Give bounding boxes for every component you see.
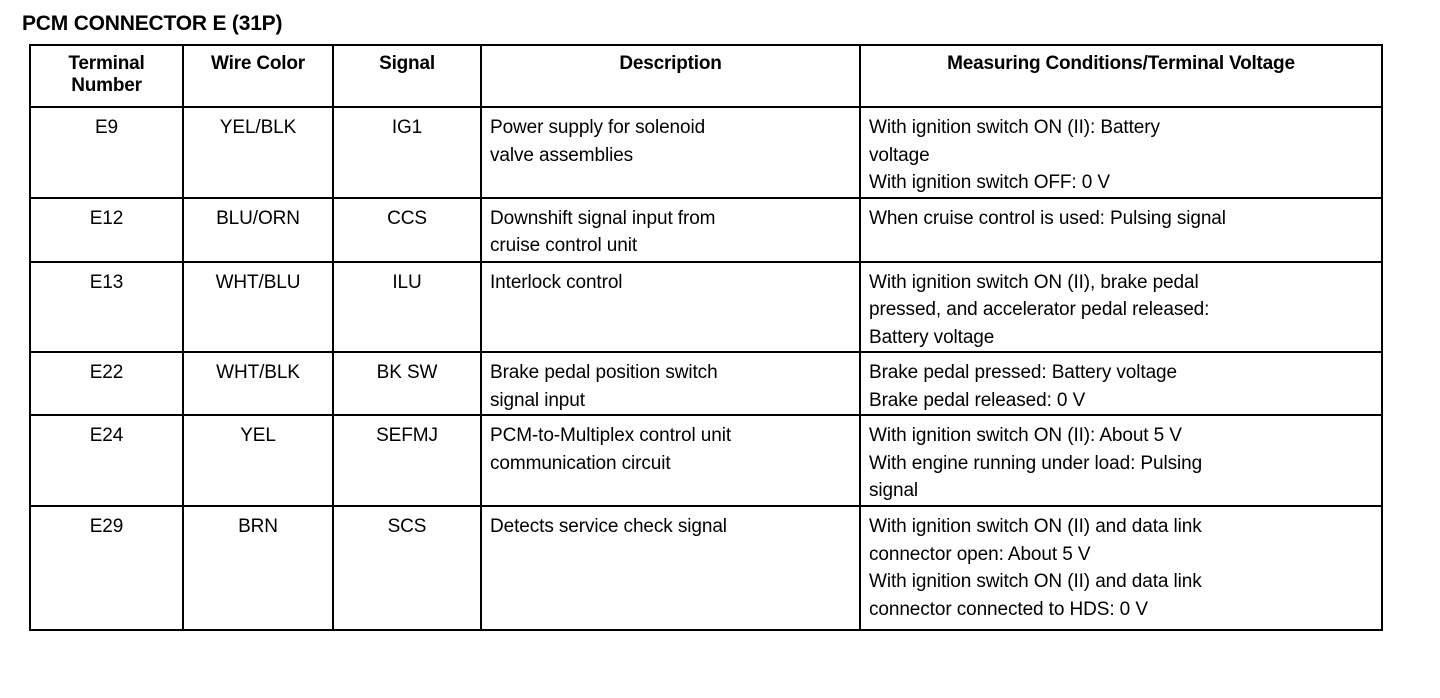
column-header-description: Description (480, 44, 861, 108)
measuring-line: With ignition switch ON (II): About 5 V (869, 425, 1182, 447)
signal-value: SEFMJ (376, 425, 438, 447)
wire-color-value: BLU/ORN (216, 207, 300, 229)
description-line: communication circuit (490, 452, 671, 474)
cell-measuring-conditions: With ignition switch ON (II): Battery vo… (859, 106, 1383, 199)
measuring-line: With ignition switch ON (II), brake peda… (869, 271, 1199, 293)
signal-value: ILU (392, 271, 422, 293)
cell-description: Downshift signal input from cruise contr… (480, 196, 861, 263)
description-line: Power supply for solenoid (490, 117, 706, 138)
measuring-line: Brake pedal released: 0 V (869, 389, 1086, 411)
measuring-line: With ignition switch ON (II) and data li… (869, 571, 1202, 593)
cell-signal: SEFMJ (332, 414, 482, 508)
cell-terminal-number: E9 (29, 106, 184, 199)
description-line: valve assemblies (490, 144, 634, 166)
signal-value: SCS (387, 516, 427, 538)
cell-description: Brake pedal position switch signal input (480, 351, 861, 417)
wire-color-value: WHT/BLK (216, 362, 300, 384)
wire-color-value: YEL (240, 425, 276, 447)
description-line: Downshift signal input from (490, 207, 716, 229)
signal-value: BK SW (376, 362, 438, 384)
cell-wire-color: YEL/BLK (182, 106, 334, 199)
column-header-terminal-number-line2: Number (71, 75, 142, 97)
terminal-number-value: E13 (89, 271, 124, 293)
measuring-line: Battery voltage (869, 326, 995, 348)
cell-measuring-conditions: With ignition switch ON (II) and data li… (859, 505, 1383, 632)
description-line: Detects service check signal (490, 516, 727, 538)
table-header: Terminal Number Wire Color Signal (29, 44, 1383, 108)
cell-description: PCM-to-Multiplex control unit communicat… (480, 414, 861, 508)
column-header-signal-label: Signal (379, 53, 435, 74)
measuring-line: With engine running under load: Pulsing (869, 452, 1203, 474)
measuring-line: With ignition switch ON (II) and data li… (869, 516, 1202, 538)
measuring-line: voltage (869, 144, 930, 166)
column-header-terminal-number-line1: Terminal (68, 53, 145, 74)
terminal-number-value: E29 (89, 516, 124, 538)
cell-terminal-number: E13 (29, 260, 184, 354)
column-header-wire-color-label: Wire Color (211, 53, 305, 74)
column-header-terminal-number: Terminal Number (29, 44, 184, 108)
cell-wire-color: BRN (182, 505, 334, 632)
signal-value: CCS (387, 207, 427, 229)
cell-description: Power supply for solenoid valve assembli… (480, 106, 861, 199)
measuring-line: When cruise control is used: Pulsing sig… (869, 207, 1226, 229)
cell-signal: BK SW (332, 351, 482, 417)
cell-measuring-conditions: Brake pedal pressed: Battery voltage Bra… (859, 351, 1383, 417)
terminal-number-value: E9 (94, 117, 119, 138)
column-header-signal: Signal (332, 44, 482, 108)
wire-color-value: BRN (238, 516, 278, 538)
measuring-line: connector connected to HDS: 0 V (869, 598, 1148, 620)
table-row: E24 YEL SEFMJ PCM-to-Multiplex control u… (29, 414, 1383, 508)
cell-terminal-number: E12 (29, 196, 184, 263)
cell-signal: IG1 (332, 106, 482, 199)
cell-wire-color: WHT/BLU (182, 260, 334, 354)
table-row: E12 BLU/ORN CCS Downshift signal input f… (29, 196, 1383, 263)
description-line: signal input (490, 389, 585, 411)
table-row: E9 YEL/BLK IG1 Power supply for solenoid… (29, 106, 1383, 199)
column-header-description-label: Description (619, 53, 722, 74)
cell-measuring-conditions: With ignition switch ON (II), brake peda… (859, 260, 1383, 354)
table-row: E29 BRN SCS Detects service check signal (29, 505, 1383, 632)
terminal-number-value: E22 (89, 362, 124, 384)
wire-color-value: YEL/BLK (219, 117, 297, 138)
table-row: E13 WHT/BLU ILU Interlock control (29, 260, 1383, 354)
wire-color-value: WHT/BLU (215, 271, 301, 293)
measuring-line: With ignition switch OFF: 0 V (869, 172, 1111, 194)
cell-terminal-number: E24 (29, 414, 184, 508)
cell-measuring-conditions: With ignition switch ON (II): About 5 V … (859, 414, 1383, 508)
description-line: PCM-to-Multiplex control unit (490, 425, 732, 447)
measuring-line: signal (869, 480, 919, 502)
table-header-row: Terminal Number Wire Color Signal (29, 44, 1383, 108)
pcm-connector-terminal-table: Terminal Number Wire Color Signal (29, 44, 1383, 632)
cell-terminal-number: E22 (29, 351, 184, 417)
measuring-line: With ignition switch ON (II): Battery (869, 117, 1160, 138)
description-line: Interlock control (490, 271, 623, 293)
measuring-line: Brake pedal pressed: Battery voltage (869, 362, 1177, 384)
terminal-number-value: E24 (89, 425, 124, 447)
cell-signal: SCS (332, 505, 482, 632)
table-row: E22 WHT/BLK BK SW Brake pedal position s… (29, 351, 1383, 417)
cell-description: Detects service check signal (480, 505, 861, 632)
column-header-measuring-conditions-label: Measuring Conditions/Terminal Voltage (947, 53, 1295, 74)
cell-terminal-number: E29 (29, 505, 184, 632)
cell-wire-color: BLU/ORN (182, 196, 334, 263)
terminal-table-container: Terminal Number Wire Color Signal (29, 44, 1383, 632)
table-body: E9 YEL/BLK IG1 Power supply for solenoid… (29, 106, 1383, 632)
description-line: cruise control unit (490, 235, 638, 257)
terminal-number-value: E12 (89, 207, 124, 229)
cell-signal: CCS (332, 196, 482, 263)
description-line: Brake pedal position switch (490, 362, 718, 384)
cell-signal: ILU (332, 260, 482, 354)
signal-value: IG1 (391, 117, 423, 138)
column-header-wire-color: Wire Color (182, 44, 334, 108)
cell-measuring-conditions: When cruise control is used: Pulsing sig… (859, 196, 1383, 263)
page-title: PCM CONNECTOR E (31P) (22, 12, 283, 35)
cell-description: Interlock control (480, 260, 861, 354)
measuring-line: connector open: About 5 V (869, 543, 1091, 565)
cell-wire-color: WHT/BLK (182, 351, 334, 417)
measuring-line: pressed, and accelerator pedal released: (869, 299, 1210, 321)
cell-wire-color: YEL (182, 414, 334, 508)
column-header-measuring-conditions: Measuring Conditions/Terminal Voltage (859, 44, 1383, 108)
